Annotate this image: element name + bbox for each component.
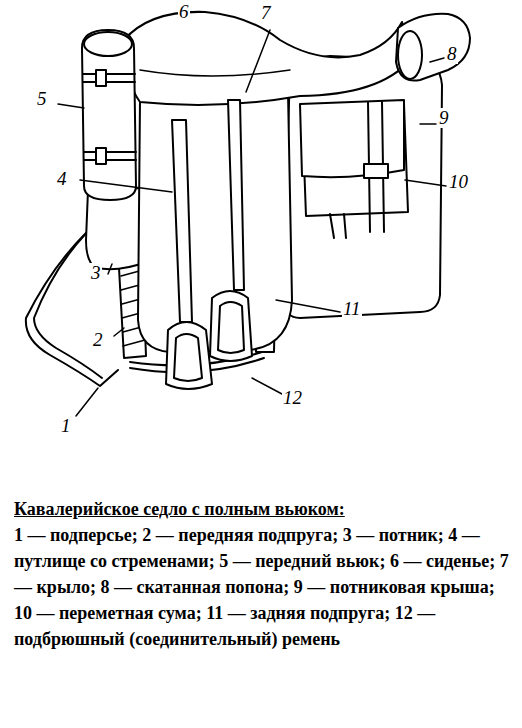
saddlebag [300,100,408,238]
stirrup-leather [166,100,252,389]
callout-number: 8 [446,44,458,64]
callout-number: 12 [282,388,303,408]
callout-number: 7 [260,3,272,23]
callout-number: 1 [60,416,72,436]
leader-line [58,30,446,416]
front-pack [82,30,136,200]
caption-text: 1 — подперсье; 2 — передняя подпруга; 3 … [14,522,510,652]
callout-number: 5 [36,89,48,109]
seat-seam [140,70,290,76]
callout-number: 2 [92,330,104,350]
callout-number: 6 [178,2,190,22]
caption-heading: Кавалерийское седло с полным вьюком: [14,496,510,522]
rolled-blanket [396,14,470,81]
saddle-illustration [0,0,522,470]
callout-number: 3 [90,263,102,283]
callout-number: 10 [448,172,469,192]
callout-number: 11 [342,299,362,319]
saddle-seat [124,12,410,105]
caption-block: Кавалерийское седло с полным вьюком:1 — … [14,496,510,652]
callout-number: 4 [56,169,68,189]
callout-number: 9 [438,108,450,128]
